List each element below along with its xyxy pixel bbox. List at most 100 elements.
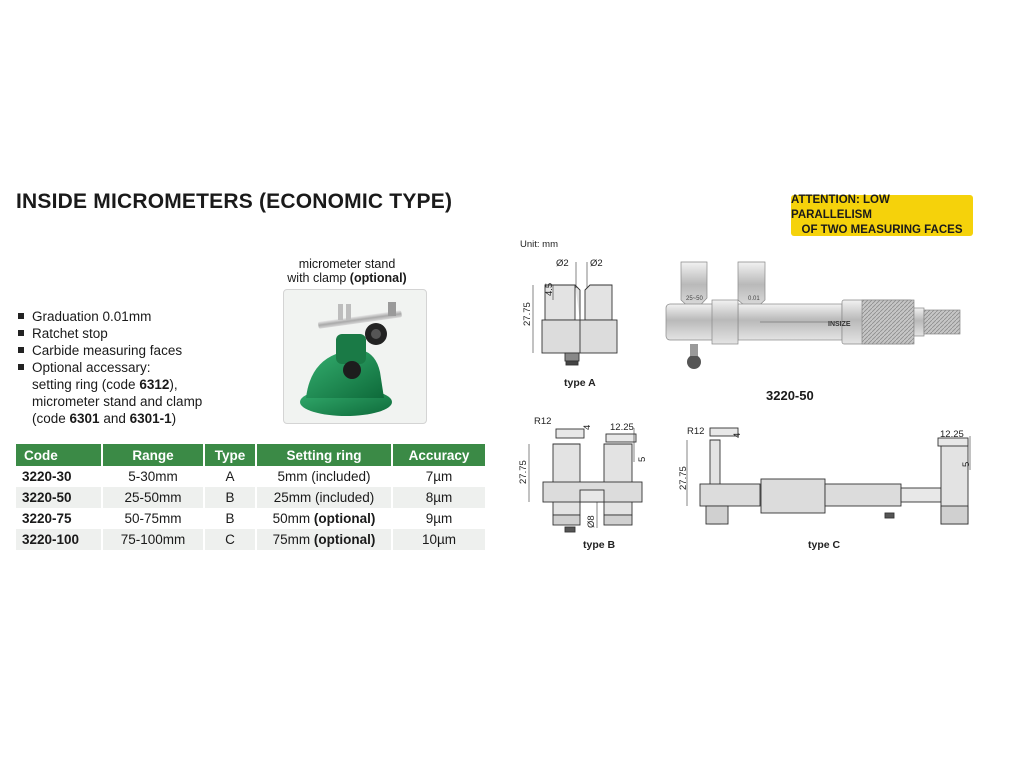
accessory-text: Optional accessary: setting ring (code 6…: [32, 359, 202, 427]
type-a-caption: type A: [564, 377, 596, 389]
stand-caption-line-2: with clamp (optional): [272, 271, 422, 285]
type-c-dim-4: 4: [732, 433, 743, 438]
setting-ring-code: 6312: [139, 377, 170, 392]
stand-illustration: [300, 302, 402, 416]
accessory-line-4-mid: and: [99, 411, 130, 426]
cell-accuracy: 7µm: [392, 466, 485, 487]
feature-text: Graduation 0.01mm: [32, 309, 152, 324]
header-code: Code: [16, 444, 103, 466]
spec-table: Code Range Type Setting ring Accuracy 32…: [16, 444, 485, 550]
cell-range: 5-30mm: [102, 466, 205, 487]
setting-ring-note: (included): [311, 490, 375, 505]
feature-text: Ratchet stop: [32, 326, 108, 341]
product-scale-a: 25~50: [686, 296, 704, 302]
clamp-code: 6301-1: [129, 411, 172, 426]
feature-item-accessory: Optional accessary: setting ring (code 6…: [18, 359, 202, 427]
cell-code: 3220-30: [16, 466, 103, 487]
type-a-drawing: [532, 262, 618, 366]
unit-label: Unit: mm: [520, 239, 558, 250]
cell-code: 3220-75: [16, 508, 103, 529]
accessory-line-3: micrometer stand and clamp: [32, 394, 203, 409]
type-c-caption: type C: [808, 539, 841, 551]
brand-logo: INSIZE: [828, 321, 851, 328]
product-model: 3220-50: [766, 388, 814, 403]
accessory-line-4: (code: [32, 411, 70, 426]
cell-range: 75-100mm: [102, 529, 205, 550]
type-b-drawing: [528, 428, 643, 533]
type-c-drawing: [686, 427, 971, 525]
setting-ring-size: 75mm: [272, 532, 311, 547]
bullet-icon: [18, 330, 24, 336]
stand-caption: micrometer stand with clamp (optional): [272, 257, 422, 285]
type-b-dim-d: Ø8: [586, 515, 597, 528]
header-type: Type: [204, 444, 257, 466]
micrometer-stand-image: [283, 289, 427, 424]
type-b-dim-h: 27.75: [518, 460, 529, 484]
attention-line-2: OF TWO MEASURING FACES: [801, 224, 963, 236]
page-title: INSIDE MICROMETERS (ECONOMIC TYPE): [16, 190, 453, 213]
accessory-line-2-suffix: ),: [169, 377, 178, 392]
cell-type: C: [204, 529, 257, 550]
type-a-dim-diam1: Ø2: [556, 258, 569, 269]
accessory-line-2: setting ring (code: [32, 377, 140, 392]
stand-code: 6301: [69, 411, 100, 426]
attention-notice: ATTENTION: LOW PARALLELISM OF TWO MEASUR…: [791, 194, 973, 236]
micrometer-product-image: [665, 261, 961, 369]
accessory-line-4-suffix: ): [171, 411, 177, 426]
cell-code: 3220-100: [16, 529, 103, 550]
cell-setting-ring: 5mm (included): [256, 466, 393, 487]
type-c-dim-h: 27.75: [678, 466, 689, 490]
cell-type: A: [204, 466, 257, 487]
setting-ring-note: (optional): [310, 511, 376, 526]
cell-range: 50-75mm: [102, 508, 205, 529]
setting-ring-note: (included): [307, 469, 371, 484]
cell-type: B: [204, 508, 257, 529]
cell-code: 3220-50: [16, 487, 103, 508]
attention-line-1: ATTENTION: LOW PARALLELISM: [791, 194, 890, 221]
type-b-dim-4: 4: [582, 425, 593, 430]
type-b-dim-w: 12.25: [610, 422, 634, 433]
table-header-row: Code Range Type Setting ring Accuracy: [16, 444, 485, 466]
cell-setting-ring: 25mm (included): [256, 487, 393, 508]
type-a-dim-h1: 4.5: [544, 283, 555, 296]
type-a-dim-h2: 27.75: [522, 302, 533, 326]
stand-caption-optional: (optional): [349, 271, 407, 285]
bullet-icon: [18, 313, 24, 319]
cell-type: B: [204, 487, 257, 508]
type-c-dim-5: 5: [961, 462, 972, 467]
type-b-dim-r: R12: [534, 416, 551, 427]
feature-item: Carbide measuring faces: [18, 342, 202, 359]
type-c-dim-r: R12: [687, 426, 704, 437]
setting-ring-size: 50mm: [272, 511, 311, 526]
cell-range: 25-50mm: [102, 487, 205, 508]
type-b-dim-5: 5: [637, 457, 648, 462]
stand-caption-line-1: micrometer stand: [298, 257, 396, 271]
type-c-dim-w: 12.25: [940, 429, 964, 440]
setting-ring-size: 25mm: [273, 490, 312, 505]
stand-caption-prefix: with clamp: [287, 271, 350, 285]
feature-item: Ratchet stop: [18, 325, 202, 342]
cell-accuracy: 9µm: [392, 508, 485, 529]
feature-text: Carbide measuring faces: [32, 343, 183, 358]
feature-list: Graduation 0.01mm Ratchet stop Carbide m…: [18, 308, 202, 427]
cell-setting-ring: 75mm (optional): [256, 529, 393, 550]
type-a-dim-diam2: Ø2: [590, 258, 603, 269]
accessory-line-1: Optional accessary:: [32, 360, 151, 375]
product-scale-b: 0.01: [748, 296, 760, 302]
setting-ring-size: 5mm: [277, 469, 308, 484]
feature-item: Graduation 0.01mm: [18, 308, 202, 325]
header-range: Range: [102, 444, 205, 466]
type-b-caption: type B: [583, 539, 616, 551]
bullet-icon: [18, 347, 24, 353]
cell-setting-ring: 50mm (optional): [256, 508, 393, 529]
header-setting-ring: Setting ring: [256, 444, 393, 466]
header-accuracy: Accuracy: [392, 444, 485, 466]
setting-ring-note: (optional): [310, 532, 376, 547]
cell-accuracy: 10µm: [392, 529, 485, 550]
bullet-icon: [18, 364, 24, 370]
cell-accuracy: 8µm: [392, 487, 485, 508]
